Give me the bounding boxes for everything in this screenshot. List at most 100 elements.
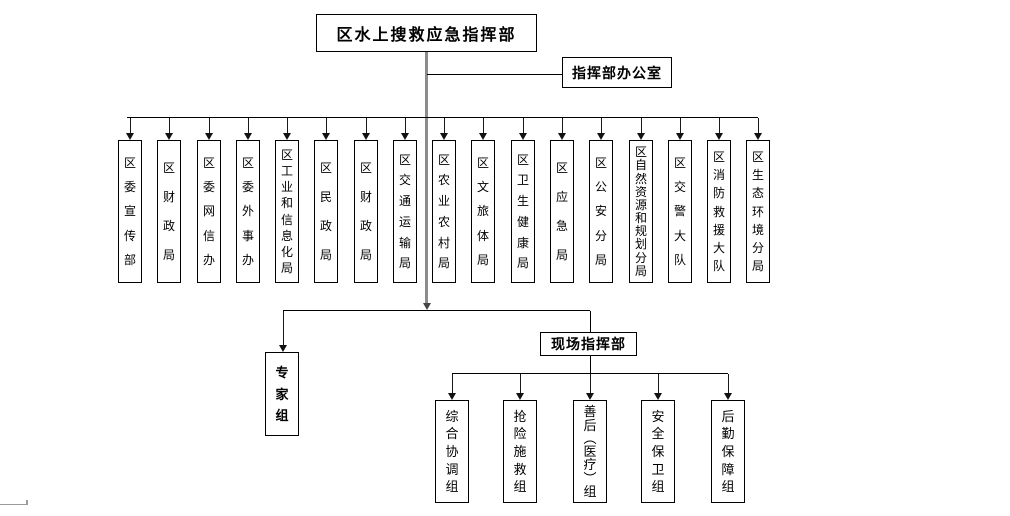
vertical-char: 然: [634, 171, 647, 186]
vertical-char: 态: [751, 186, 764, 201]
connector-arrowhead: [597, 133, 605, 140]
canvas-edge-mark-tick: [26, 500, 28, 505]
connector-arrow-stem: [326, 118, 327, 133]
vertical-char: 区: [712, 150, 725, 165]
site-command-label: 现场指挥部: [551, 338, 626, 353]
connector-arrowhead: [362, 133, 370, 140]
vertical-char: 网: [202, 204, 215, 219]
vertical-char: 家: [275, 386, 289, 402]
connector-arrow-stem: [283, 311, 284, 345]
vertical-char: 业: [280, 180, 293, 195]
vertical-char: 区: [398, 152, 411, 167]
vertical-char: 警: [673, 204, 686, 219]
vertical-char: 后: [583, 417, 597, 433]
connector-arrow-stem: [758, 118, 759, 133]
vertical-char: 办: [202, 252, 215, 267]
vertical-char: 环: [751, 204, 764, 219]
connector-arrowhead: [637, 133, 645, 140]
vertical-char: 交: [673, 180, 686, 195]
vertical-char: 工: [280, 164, 293, 179]
vertical-char: 文: [476, 180, 489, 195]
connector-arrowhead: [479, 133, 487, 140]
org-box-group-rescue: 抢险施救组: [503, 400, 537, 503]
vertical-char: 综: [445, 408, 459, 424]
vertical-char: 大: [673, 228, 686, 243]
vertical-char: 部: [123, 252, 136, 267]
connector-arrowhead: [244, 133, 252, 140]
connector-arrow-stem: [130, 118, 131, 133]
org-box-department-15: 区交警大队: [668, 140, 692, 283]
connector-arrowhead: [279, 345, 287, 352]
org-box-department-7: 区财政局: [354, 140, 378, 283]
vertical-char: 局: [398, 256, 411, 271]
vertical-char: 援: [712, 222, 725, 237]
org-box-department-5: 区工业和信息化局: [275, 140, 299, 283]
connector-arrowhead: [715, 133, 723, 140]
connector-arrow-stem: [719, 118, 720, 133]
vertical-char: 旅: [476, 204, 489, 219]
vertical-char: 合: [445, 426, 459, 442]
vertical-char: 体: [476, 228, 489, 243]
org-box-department-1: 区委宣传部: [118, 140, 142, 283]
vertical-char: 局: [280, 260, 293, 275]
vertical-char: 公: [594, 180, 607, 195]
vertical-char: 化: [280, 244, 293, 259]
connector-arrowhead: [519, 133, 527, 140]
vertical-char: 息: [280, 228, 293, 243]
org-box-department-17: 区生态环境分局: [746, 140, 770, 283]
departments-branch-line: [127, 117, 758, 118]
vertical-char: 健: [516, 214, 529, 229]
vertical-char: 区: [162, 161, 175, 175]
org-box-department-16: 区消防救援大队: [707, 140, 731, 283]
vertical-char: 局: [319, 248, 332, 262]
lower-branch-line: [283, 310, 590, 311]
vertical-char: 业: [437, 194, 450, 209]
vertical-char: 卫: [516, 173, 529, 188]
vertical-char: 大: [712, 240, 725, 255]
vertical-char: 区: [751, 150, 764, 165]
vertical-char: 局: [555, 248, 568, 262]
connector-arrowhead: [724, 393, 732, 400]
vertical-char: 组: [651, 479, 665, 495]
org-box-group-aftermath: 善后︵医疗︶组: [573, 400, 607, 503]
connector-arrowhead: [283, 133, 291, 140]
canvas-edge-mark: [0, 504, 27, 505]
vertical-char: 区: [202, 156, 215, 171]
vertical-char: 疗: [583, 457, 597, 473]
vertical-char: 组: [583, 483, 597, 499]
site-groups-drop-line: [590, 356, 591, 373]
vertical-char: 境: [751, 222, 764, 237]
vertical-char: 事: [241, 228, 254, 243]
connector-arrow-stem: [523, 118, 524, 133]
connector-arrow-stem: [641, 118, 642, 133]
vertical-char: 委: [241, 180, 254, 195]
vertical-char: 宣: [123, 204, 136, 219]
connector-arrowhead: [654, 393, 662, 400]
vertical-char: 后: [721, 408, 735, 424]
vertical-char: 分: [751, 240, 764, 255]
vertical-char: 办: [241, 252, 254, 267]
vertical-char: 区: [280, 148, 293, 163]
vertical-char: 区: [123, 156, 136, 171]
vertical-char: 局: [516, 256, 529, 271]
vertical-char: 区: [359, 161, 372, 175]
vertical-char: 救: [513, 461, 527, 477]
vertical-char: 康: [516, 235, 529, 250]
org-box-department-4: 区委外事办: [236, 140, 260, 283]
vertical-char: 局: [437, 256, 450, 271]
vertical-char: 生: [516, 194, 529, 209]
connector-arrowhead: [165, 133, 173, 140]
vertical-char: 区: [437, 152, 450, 167]
vertical-char: 救: [712, 204, 725, 219]
vertical-char: 交: [398, 173, 411, 188]
vertical-char: 划: [634, 237, 647, 252]
vertical-char: 源: [634, 197, 647, 212]
vertical-char: 消: [712, 168, 725, 183]
connector-arrowhead: [448, 393, 456, 400]
vertical-char: 调: [445, 461, 459, 477]
connector-arrow-stem: [483, 118, 484, 133]
vertical-char: 传: [123, 228, 136, 243]
connector-arrowhead: [322, 133, 330, 140]
connector-arrow-stem: [520, 374, 521, 393]
vertical-char: 信: [280, 212, 293, 227]
